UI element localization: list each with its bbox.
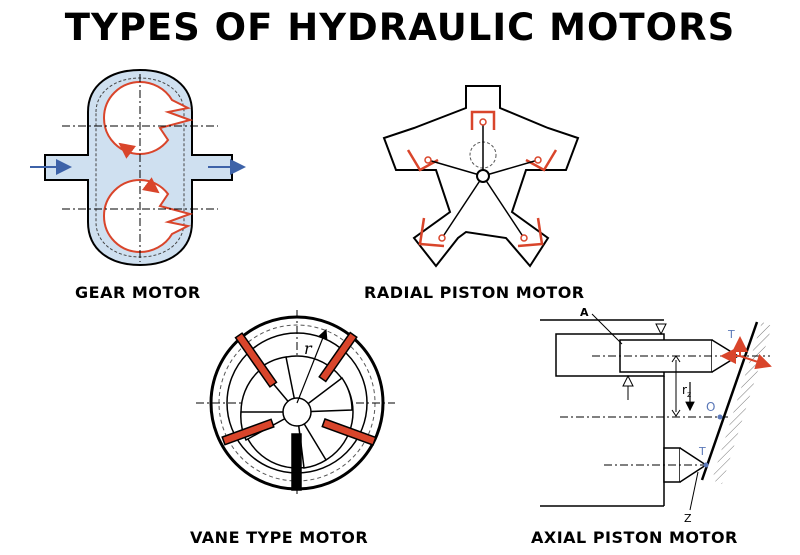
axial-symbol-t-bottom: T (698, 445, 706, 458)
axial-piston-motor-caption: AXIAL PISTON MOTOR (531, 528, 738, 547)
axial-symbol-t-top: T (727, 328, 735, 341)
axial-symbol-rz: rz (682, 383, 691, 399)
vane-motor-caption: VANE TYPE MOTOR (190, 528, 369, 547)
upper-gear (102, 80, 194, 156)
axial-symbol-z: Z (684, 512, 692, 525)
vanes (221, 331, 377, 491)
radial-piston-motor-diagram (382, 85, 580, 268)
axial-symbol-a: A (580, 306, 589, 319)
radial-piston-motor-caption: RADIAL PISTON MOTOR (364, 283, 585, 302)
crankshaft (476, 169, 490, 183)
vane-radius-symbol: r (304, 339, 313, 358)
axial-symbol-o: O (706, 400, 715, 414)
gear-motor-diagram (30, 68, 246, 267)
page-title: TYPES OF HYDRAULIC MOTORS (64, 6, 736, 49)
gear-motor-caption: GEAR MOTOR (75, 283, 201, 302)
upper-piston (619, 339, 713, 373)
vane-motor-diagram: r (196, 310, 395, 495)
axial-piston-motor-diagram: A T rz O T Z (540, 306, 772, 525)
lower-gear (102, 178, 194, 254)
